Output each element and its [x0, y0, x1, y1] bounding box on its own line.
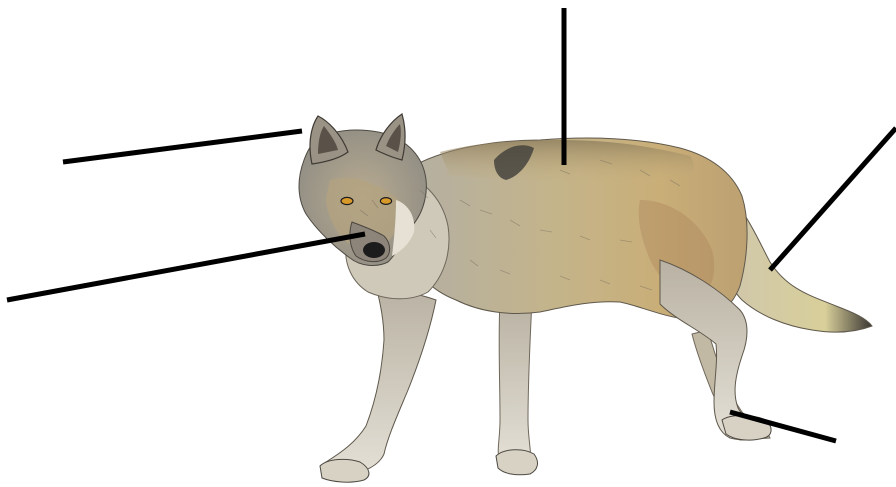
wolf-near-front-leg	[322, 286, 436, 476]
wolf-far-front-paw	[496, 450, 537, 475]
leader-line-ear	[63, 131, 302, 162]
wolf-far-front-leg	[498, 300, 532, 464]
wolf-right-eye	[380, 198, 391, 205]
leader-line-tail	[770, 128, 896, 270]
wolf-nose	[363, 242, 385, 258]
leader-line-snout	[7, 234, 365, 300]
wolf-near-front-paw	[320, 459, 369, 482]
wolf-left-eye	[341, 197, 353, 204]
